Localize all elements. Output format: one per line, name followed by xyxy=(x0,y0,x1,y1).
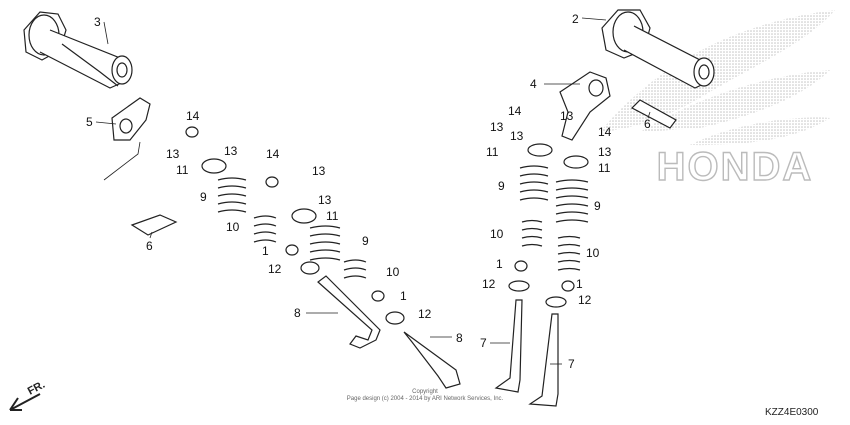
callout-12: 12 xyxy=(418,307,432,321)
callout-11: 11 xyxy=(326,209,339,223)
callout-7: 7 xyxy=(480,336,487,350)
callout-9: 9 xyxy=(362,234,369,248)
camshaft-right xyxy=(601,9,715,89)
callout-6-right: 6 xyxy=(644,117,651,131)
rocker-arm-left xyxy=(111,97,151,141)
copyright-line-1: Copyright xyxy=(412,389,438,395)
camshaft-left xyxy=(23,11,133,89)
rocker-arm-right xyxy=(559,71,611,141)
callout-14: 14 xyxy=(266,147,280,161)
callout-13: 13 xyxy=(166,147,180,161)
callout-1: 1 xyxy=(576,277,583,291)
valve-stack-left-b xyxy=(265,176,461,389)
copyright-notice: Copyright Page design (c) 2004 - 2014 by… xyxy=(300,389,550,403)
callout-5: 5 xyxy=(86,115,93,129)
callout-6-left: 6 xyxy=(146,239,153,253)
callout-10: 10 xyxy=(226,220,240,234)
callout-7: 7 xyxy=(568,357,575,371)
callout-1: 1 xyxy=(400,289,407,303)
callout-11: 11 xyxy=(598,161,611,175)
callout-13: 13 xyxy=(318,193,332,207)
callout-14: 14 xyxy=(508,104,522,118)
callout-12: 12 xyxy=(482,277,496,291)
callout-13: 13 xyxy=(510,129,524,143)
direction-label: FR. xyxy=(26,379,47,398)
diagram-code: KZZ4E0300 xyxy=(765,407,819,418)
callout-9: 9 xyxy=(200,190,207,204)
callout-1: 1 xyxy=(262,244,269,258)
callout-1: 1 xyxy=(496,257,503,271)
callout-8: 8 xyxy=(294,306,301,320)
callout-9: 9 xyxy=(498,179,505,193)
honda-wing-logo: HONDA xyxy=(600,10,835,190)
callout-13: 13 xyxy=(224,144,238,158)
honda-wordmark: HONDA xyxy=(657,145,814,189)
copyright-line-2: Page design (c) 2004 - 2014 by ARI Netwo… xyxy=(346,396,504,402)
callout-8: 8 xyxy=(456,331,463,345)
callout-11: 11 xyxy=(486,145,499,159)
callout-14: 14 xyxy=(598,125,612,139)
callout-12: 12 xyxy=(268,262,282,276)
rocker-shaft-right xyxy=(630,99,677,129)
callout-13: 13 xyxy=(312,164,326,178)
callout-2: 2 xyxy=(572,12,579,26)
callout-3: 3 xyxy=(94,15,101,29)
forward-arrow xyxy=(9,393,41,411)
valve-stack-right-b xyxy=(528,155,589,407)
callout-4: 4 xyxy=(530,77,537,91)
callout-14: 14 xyxy=(186,109,200,123)
callout-13: 13 xyxy=(560,109,574,123)
rocker-shaft-left xyxy=(130,214,178,236)
valve-stack-left-a xyxy=(185,126,381,349)
part-callouts: 3 2 4 5 6 6 14 13 13 11 9 10 1 12 8 14 1… xyxy=(86,12,651,371)
callout-12: 12 xyxy=(578,293,592,307)
leader-lines xyxy=(95,17,651,365)
valve-stack-right-a xyxy=(494,143,553,393)
callout-10: 10 xyxy=(490,227,504,241)
callout-10: 10 xyxy=(386,265,400,279)
leader-shaft xyxy=(103,141,141,181)
callout-10: 10 xyxy=(586,246,600,260)
callout-9: 9 xyxy=(594,199,601,213)
callout-13: 13 xyxy=(490,120,504,134)
callout-11: 11 xyxy=(176,163,189,177)
callout-13: 13 xyxy=(598,145,612,159)
